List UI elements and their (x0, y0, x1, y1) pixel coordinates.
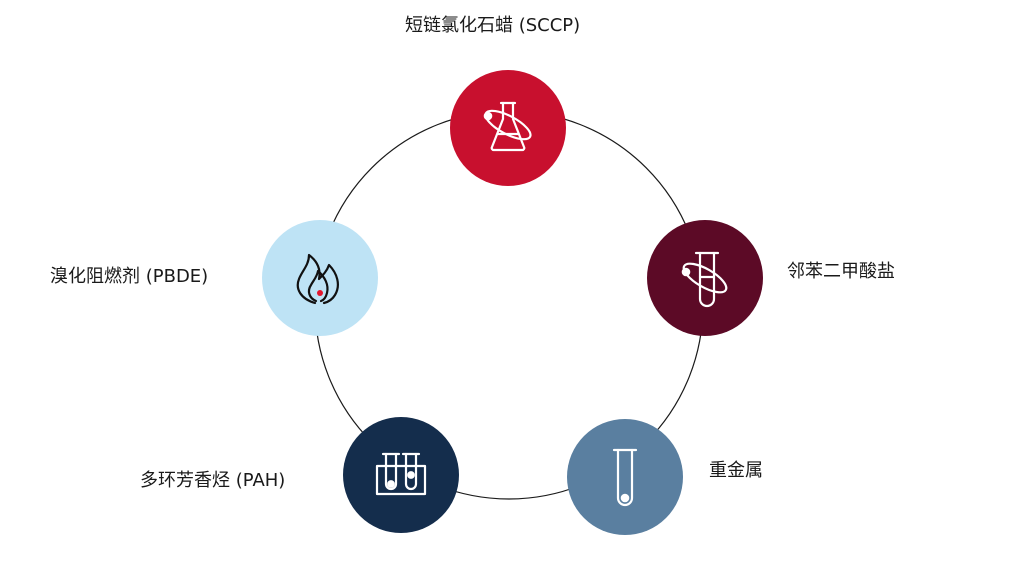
node-sccp (450, 70, 566, 186)
flame-icon (296, 253, 339, 305)
node-heavy-metals (567, 419, 683, 535)
node-pah (343, 417, 459, 533)
node-pbde (262, 220, 378, 336)
test-tube-icon (612, 448, 638, 507)
label-pah: 多环芳香烃 (PAH) (140, 470, 286, 491)
label-pbde: 溴化阻燃剂 (PBDE) (50, 266, 209, 287)
node-phthalates (647, 220, 763, 336)
label-sccp: 短链氯化石蜡 (SCCP) (405, 15, 581, 36)
label-phthalates: 邻苯二甲酸盐 (787, 261, 895, 282)
flask-atom-icon (483, 101, 532, 152)
label-heavy-metals: 重金属 (709, 460, 763, 481)
test-tube-atom-icon (681, 251, 728, 308)
test-tube-rack-icon (375, 452, 427, 496)
